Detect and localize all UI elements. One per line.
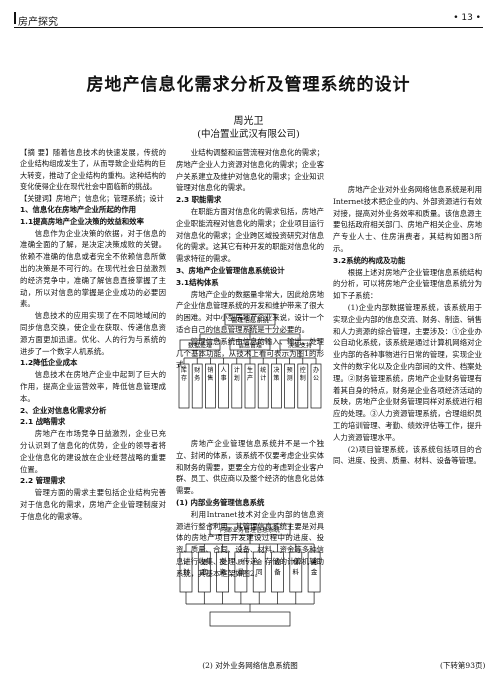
paragraph: 房地产在市场竞争日益激烈，企业已充分认识到了信息化的优势，企业的领导者将企业信息… <box>20 429 166 474</box>
fig2-box-label: 资 <box>219 567 226 576</box>
fig2-box-label: 投 <box>219 557 226 566</box>
fig2-box-label: 度 <box>201 567 208 576</box>
subheading: 2.1 战略需求 <box>20 417 66 427</box>
paragraph: 信息技术的应用实现了在不同地域间的同步信息交换，使企业在获取、传递信息资源方面更… <box>20 311 166 356</box>
subheading: 3.2系统的构成及功能 <box>333 255 406 265</box>
paragraph: 房地产企业管理信息系统并不是一个独立、封闭的体系，该系统不仅要考虑企业实体和财务… <box>176 439 324 496</box>
paragraph: 管理方面的需求主要包括企业结构完善对于信息化的需求，房地产企业管理制度对于信息化… <box>20 488 166 521</box>
keywords: 【关键词】房地产；信息化；管理系统；设计 <box>20 193 164 203</box>
fig1-bottom-label: 办 <box>313 366 319 374</box>
page-number: • 13 • <box>453 13 481 23</box>
fig1-bottom-label: 售 <box>207 374 213 382</box>
fig1-bottom-label: 人 <box>221 367 227 374</box>
fig1-bottom-label: 预 <box>287 366 293 374</box>
fig2-box-label: 划 <box>183 567 190 576</box>
fig1-mid-label: 决策支持 <box>288 342 312 350</box>
paragraph: (2)项目管理系统，该系统包括项目的合同、进度、投资、质量、材料、设备等管理。 <box>333 444 482 466</box>
fig2-box-label: 计 <box>183 557 190 566</box>
fig2-box-label: 合 <box>256 557 263 566</box>
paragraph: 信息技术在房地产企业中起到了巨大的作用，提高企业运营效率，降低信息管理成本。 <box>20 370 166 403</box>
paragraph: (1)企业内部数据管理系统，该系统用于实现企业内部的信息交流、财务、制造、销售和… <box>333 302 482 442</box>
fig1-bottom-label: 划 <box>234 374 240 382</box>
fig1-bottom-label: 财 <box>194 366 200 374</box>
page-header: 房产探究 • 13 • <box>14 11 483 28</box>
fig1-bottom-label: 决 <box>273 366 279 374</box>
column-3: 房地产企业对外业务网络信息系统是利用Internet技术把企业的内、外部资源进行… <box>333 184 482 467</box>
subheading: (1) 内部业务管理信息系统 <box>176 497 265 507</box>
paragraph: 房地产企业的数据量非常大，因此给房地产企业信息管理系统的开发和维护带来了很大的困… <box>176 289 324 334</box>
fig1-top: 管理信息系统 <box>231 315 269 324</box>
fig2-box-label: 金 <box>311 567 318 576</box>
fig1-bottom-label: 公 <box>313 375 319 382</box>
subheading: 2.2 管理需求 <box>20 476 66 486</box>
paragraph: 在职能方面对信息化的需求包括，房地产企业职能流程对信息化的需求；企业项目运行对信… <box>176 206 324 264</box>
fig1-mid-label: 数据处理 <box>188 342 212 350</box>
abstract: 【摘 要】随着信息技术的快速发展，传统的企业结构组成发生了，从而导致企业结构的巨… <box>20 148 166 192</box>
fig2-box-label: 进 <box>201 558 208 566</box>
subheading: 1.2降低企业成本 <box>20 358 78 368</box>
fig2-box-label: 资 <box>311 557 318 566</box>
column-1: 【摘 要】随着信息技术的快速发展，传统的企业结构组成发生了，从而导致企业结构的巨… <box>20 147 166 523</box>
fig2-box-label: 料 <box>293 567 300 576</box>
paragraph: 房地产企业对外业务网络信息系统是利用Internet技术把企业的内、外部资源进行… <box>333 185 482 253</box>
fig1-bottom-label: 测 <box>287 374 293 382</box>
fig1-bottom-label: 统 <box>260 366 266 374</box>
fig1-bottom-label: 制 <box>300 374 306 382</box>
paragraph: 业结构调整和运营流程对信息化的需求；房地产企业人力资源对信息化的需求；企业客户关… <box>176 148 324 193</box>
fig1-bottom-label: 库 <box>181 366 187 374</box>
fig2-box-label: 质 <box>238 557 245 566</box>
article-affiliation: (中冶置业武汉有限公司) <box>197 129 300 140</box>
fig2-box-label: 材 <box>293 557 300 566</box>
article-title: 房地产信息化需求分析及管理系统的设计 <box>86 75 411 95</box>
article-author: 周光卫 <box>233 116 264 127</box>
column-2: 业结构调整和运营流程对信息化的需求；房地产企业人力资源对信息化的需求；企业客户关… <box>176 147 324 371</box>
paragraph: 信息作为企业决策的依据，对于信息的准确全面的了解，是决定决策成败的关键。依赖不准… <box>20 228 166 309</box>
fig1-bottom-label: 销 <box>207 366 213 374</box>
fig1-bottom-label: 生 <box>247 366 253 374</box>
fig1-bottom-label: 计 <box>260 374 266 382</box>
subheading: 2.3 职能需求 <box>176 195 222 205</box>
header-rule <box>14 27 483 28</box>
figure-1-diagram: 管理信息系统 数据处理信息管理决策支持 库存财务销售人事计划生产统计决策预测控制… <box>178 313 322 409</box>
fig1-bottom-label: 产 <box>247 374 253 382</box>
fig1-bottom-label: 存 <box>181 374 187 382</box>
subheading: 3.1结构体系 <box>176 277 219 287</box>
heading: 3、房地产企业管理信息系统设计 <box>176 265 285 275</box>
fig1-mid-label: 信息管理 <box>238 342 262 350</box>
fig1-bottom-label: 控 <box>300 366 306 374</box>
fig2-box-label: 备 <box>274 567 281 576</box>
fig1-bottom-label: 计 <box>234 366 240 374</box>
fig1-bottom-label: 策 <box>273 374 279 382</box>
continued-note: (下转第93页) <box>440 661 486 670</box>
heading: 1、信息化在房地产企业所起的作用 <box>20 205 137 215</box>
fig2-box-label: 设 <box>274 557 281 566</box>
paragraph: 根据上述对房地产企业管理信息系统结构的分析，可以将房地产企业管理信息系统分为如下… <box>333 267 482 301</box>
fig2-box-label: 量 <box>238 568 245 576</box>
fig2-box-label: 同 <box>256 568 263 576</box>
heading: 2、企业对信息化需求分析 <box>20 405 107 415</box>
fig1-bottom-label: 事 <box>221 374 227 382</box>
fig2-top: 内部业务管理信息系统 <box>220 526 280 534</box>
figure-2-caption: (2) 对外业务网络信息系统图 <box>202 661 298 670</box>
fig1-bottom-label: 务 <box>194 374 200 382</box>
section-marker <box>14 12 16 24</box>
subheading: 1.1提高房地产企业决策的效益和效率 <box>20 216 144 226</box>
section-name: 房产探究 <box>18 17 58 28</box>
